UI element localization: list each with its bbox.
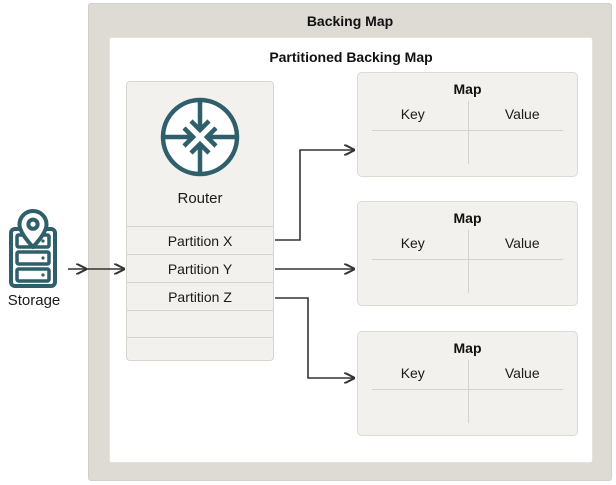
map-title: Map: [453, 81, 482, 97]
map-column-headers: Key Value: [358, 365, 577, 381]
partition-list: Partition X Partition Y Partition Z: [127, 226, 273, 338]
map-column-headers: Key Value: [358, 235, 577, 251]
storage-label: Storage: [7, 292, 61, 309]
map-value-header: Value: [504, 235, 540, 251]
partition-row[interactable]: Partition X: [127, 226, 273, 255]
partition-row[interactable]: Partition Y: [127, 254, 273, 283]
partition-row-empty: [127, 310, 273, 338]
map-column-headers: Key Value: [358, 106, 577, 122]
map-box: Map Key Value: [357, 331, 578, 436]
map-column-divider: [467, 230, 469, 293]
partition-row[interactable]: Partition Z: [127, 282, 273, 311]
map-value-header: Value: [504, 365, 540, 381]
storage-node: Storage: [4, 208, 62, 318]
map-key-header: Key: [400, 235, 425, 251]
map-value-header: Value: [504, 106, 540, 122]
map-box: Map Key Value: [357, 72, 578, 177]
map-box: Map Key Value: [357, 201, 578, 306]
router-label: Router: [177, 190, 223, 207]
router-converging-arrows-icon: [127, 95, 273, 179]
map-column-divider: [467, 101, 469, 164]
backing-map-title: Backing Map: [306, 13, 394, 29]
map-key-header: Key: [400, 106, 425, 122]
map-column-divider: [467, 360, 469, 423]
map-key-header: Key: [400, 365, 425, 381]
map-title: Map: [453, 340, 482, 356]
router-partition-panel: Router Partition X Partition Y Partition…: [126, 81, 274, 361]
map-title: Map: [453, 210, 482, 226]
partitioned-backing-map-title: Partitioned Backing Map: [269, 49, 433, 65]
storage-pin-icon: [4, 208, 62, 290]
